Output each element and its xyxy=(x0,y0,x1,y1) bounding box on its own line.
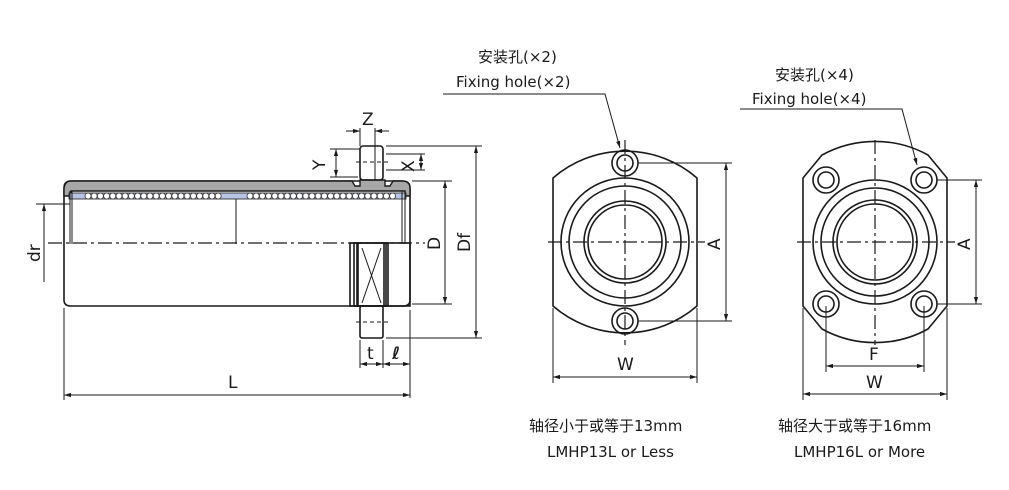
ball xyxy=(320,192,328,200)
front-view-large: 安装孔(×4) Fixing hole(×4) A F W 轴径大于或等于16m… xyxy=(740,66,982,461)
ball xyxy=(152,192,160,200)
top-flange-hole xyxy=(356,145,388,181)
ball xyxy=(90,192,98,200)
ball xyxy=(134,192,142,200)
ball xyxy=(121,192,129,200)
callout-cn-large: 安装孔(×4) xyxy=(775,66,854,84)
ball xyxy=(140,192,148,200)
caption-en-small: LMHP13L or Less xyxy=(547,443,674,461)
dim-label-a-large: A xyxy=(955,238,975,250)
ball-row-right xyxy=(246,192,397,200)
ball xyxy=(333,192,341,200)
caption-en-large: LMHP16L or More xyxy=(794,443,925,461)
ball xyxy=(289,192,297,200)
flange-outline-small xyxy=(552,150,698,334)
ball xyxy=(314,192,322,200)
ball xyxy=(296,192,304,200)
ball xyxy=(165,192,173,200)
ball xyxy=(177,192,185,200)
callout-en-large: Fixing hole(×4) xyxy=(752,90,866,108)
side-view: Z Y X D Df dr t ℓ L xyxy=(25,110,482,400)
dim-label-dr: dr xyxy=(25,244,45,262)
caption-cn-small: 轴径小于或等于13mm xyxy=(529,417,682,435)
dim-label-t: t xyxy=(367,344,374,364)
ball xyxy=(277,192,285,200)
ball xyxy=(252,192,260,200)
dim-label-l-length: L xyxy=(228,373,238,393)
flange-outline-large xyxy=(802,140,948,344)
ball xyxy=(214,192,222,200)
ball xyxy=(189,192,197,200)
dim-label-x: X xyxy=(399,160,419,172)
ball xyxy=(265,192,273,200)
dim-label-z: Z xyxy=(362,110,374,130)
ball xyxy=(246,192,254,200)
callout-cn-small: 安装孔(×2) xyxy=(478,48,557,66)
housing-section xyxy=(63,179,411,197)
dim-label-y: Y xyxy=(310,159,330,171)
ball xyxy=(271,192,279,200)
ball xyxy=(358,192,366,200)
ball xyxy=(146,192,154,200)
retainer-strip xyxy=(68,192,407,200)
dim-label-a-small: A xyxy=(705,238,725,250)
ball xyxy=(183,192,191,200)
fixing-hole-tl xyxy=(812,166,840,194)
ball xyxy=(202,192,210,200)
ball xyxy=(382,192,390,200)
callout-en-small: Fixing hole(×2) xyxy=(456,73,570,91)
ball xyxy=(196,192,204,200)
front-view-small: 安装孔(×2) Fixing hole(×2) A W 轴径小于或等于13mm … xyxy=(443,48,732,461)
ball xyxy=(302,192,310,200)
ball xyxy=(327,192,335,200)
ball xyxy=(308,192,316,200)
dim-label-w-small: W xyxy=(617,355,634,375)
ball xyxy=(115,192,123,200)
ball xyxy=(127,192,135,200)
ball xyxy=(84,192,92,200)
ball xyxy=(370,192,378,200)
ball xyxy=(345,192,353,200)
ball xyxy=(351,192,359,200)
ball xyxy=(97,192,104,200)
ball xyxy=(208,192,216,200)
caption-cn-large: 轴径大于或等于16mm xyxy=(778,417,931,435)
dim-label-w-large: W xyxy=(866,373,883,393)
ball xyxy=(376,192,384,200)
ball xyxy=(339,192,347,200)
ball xyxy=(109,192,117,200)
dim-label-l: ℓ xyxy=(391,344,400,364)
dim-label-df: Df xyxy=(455,232,475,252)
ball xyxy=(389,192,397,200)
ball-row-left xyxy=(84,192,222,200)
ball xyxy=(258,192,266,200)
ball xyxy=(158,192,166,200)
ball xyxy=(171,192,179,200)
fixing-hole-tr xyxy=(910,166,938,194)
flange-section xyxy=(349,242,411,339)
ball xyxy=(283,192,291,200)
ball xyxy=(103,192,110,200)
dim-label-f: F xyxy=(869,345,879,365)
ball xyxy=(364,192,372,200)
dim-label-d: D xyxy=(425,237,445,250)
